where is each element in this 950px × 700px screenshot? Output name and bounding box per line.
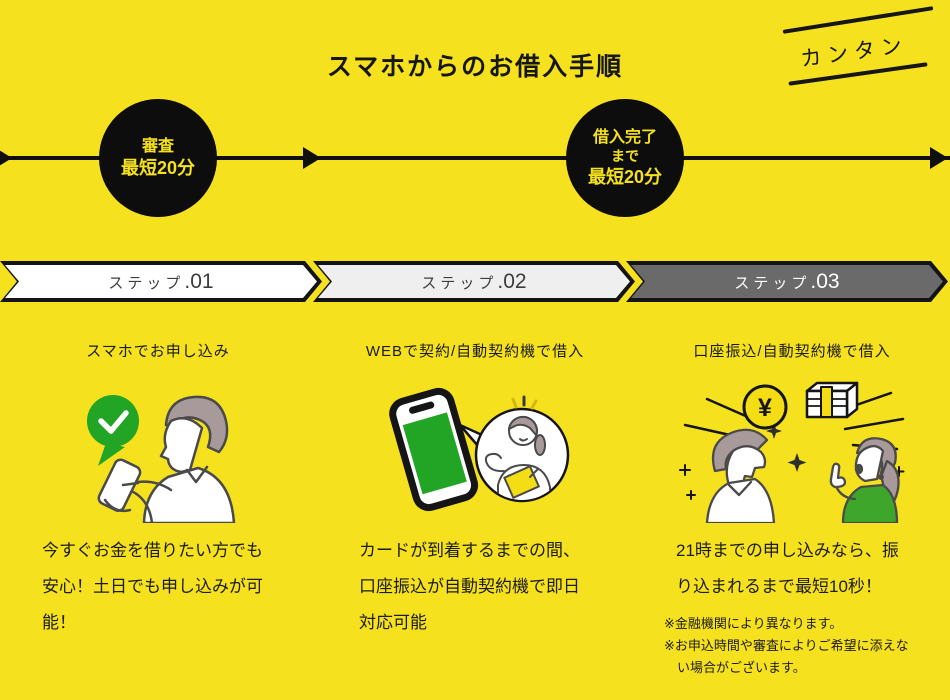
badge-line-top [782,6,934,34]
kantan-badge: カンタン [765,0,950,100]
body-line: 対応可能 [359,613,427,632]
milestone-line: まで [611,148,639,164]
timeline-line [0,156,950,160]
body-line: 21時までの申し込みなら、振 [676,541,899,560]
body-line: 今すぐお金を借りたい方でも [42,541,263,560]
step-banner-03: ステップ.03 [626,261,948,302]
step-banner-02: ステップ.02 [313,261,635,302]
timeline-arrow-icon [303,147,321,169]
body-line: カードが到着するまでの間、 [359,541,580,560]
body-line: 安心！土日でも申し込みが可 [42,577,263,596]
yen-symbol: ¥ [758,394,772,422]
body-line: り込まれるまで最短10秒！ [676,577,882,596]
footnote: ※お申込時間や審査によりご希望に添えない場合がございます。 [664,638,909,675]
two-people-yen-coin-bills-icon: ¥ [679,381,905,523]
timeline-arrow-icon [0,147,12,169]
step-number: .02 [497,269,527,293]
milestone-loan-complete: 借入完了 まで 最短20分 [566,99,684,217]
check-bubble-smartphone-man-icon [87,395,236,523]
step-prefix: ステップ [734,275,811,292]
body-line: 能！ [42,613,76,632]
body-line: 口座振込が自動契約機で即日 [359,577,580,596]
people-money-illustration: ¥ [634,369,950,527]
step-number: .01 [184,269,214,293]
green-phone-operator-bubble-icon [389,387,570,512]
column-body-text: 21時までの申し込みなら、振 り込まれるまで最短10秒！ [676,533,908,605]
milestone-line: 借入完了 [592,129,657,146]
column-heading: 口座振込/自動契約機で借入 [693,343,891,360]
step-prefix: ステップ [108,275,185,292]
milestone-screening: 審査 最短20分 [99,99,217,217]
page-title: スマホからのお借入手順 [326,52,624,81]
timeline-arrow-icon [930,147,948,169]
column-footnotes: ※金融機関により異なります。 ※お申込時間や審査によりご希望に添えない場合がござ… [664,613,920,679]
step-banner-01: ステップ.01 [0,261,322,302]
milestone-line: 審査 [141,137,174,155]
step-number: .03 [810,269,840,293]
column-body-text: カードが到着するまでの間、 口座振込が自動契約機で即日 対応可能 [359,533,591,641]
man-with-smartphone-illustration [0,369,316,527]
phone-and-operator-illustration [317,369,633,527]
milestone-line: 最短20分 [587,166,663,187]
step-column-3: 口座振込/自動契約機で借入 [634,340,950,679]
step-column-2: WEBで契約/自動契約機で借入 [317,340,633,641]
step-prefix: ステップ [421,275,498,292]
column-heading: スマホでお申し込み [86,343,230,360]
milestone-line: 最短20分 [120,157,196,178]
column-heading: WEBで契約/自動契約機で借入 [365,343,585,360]
column-body-text: 今すぐお金を借りたい方でも 安心！土日でも申し込みが可 能！ [42,533,274,641]
step-column-1: スマホでお申し込み [0,340,316,641]
footnote: ※金融機関により異なります。 [664,616,843,631]
